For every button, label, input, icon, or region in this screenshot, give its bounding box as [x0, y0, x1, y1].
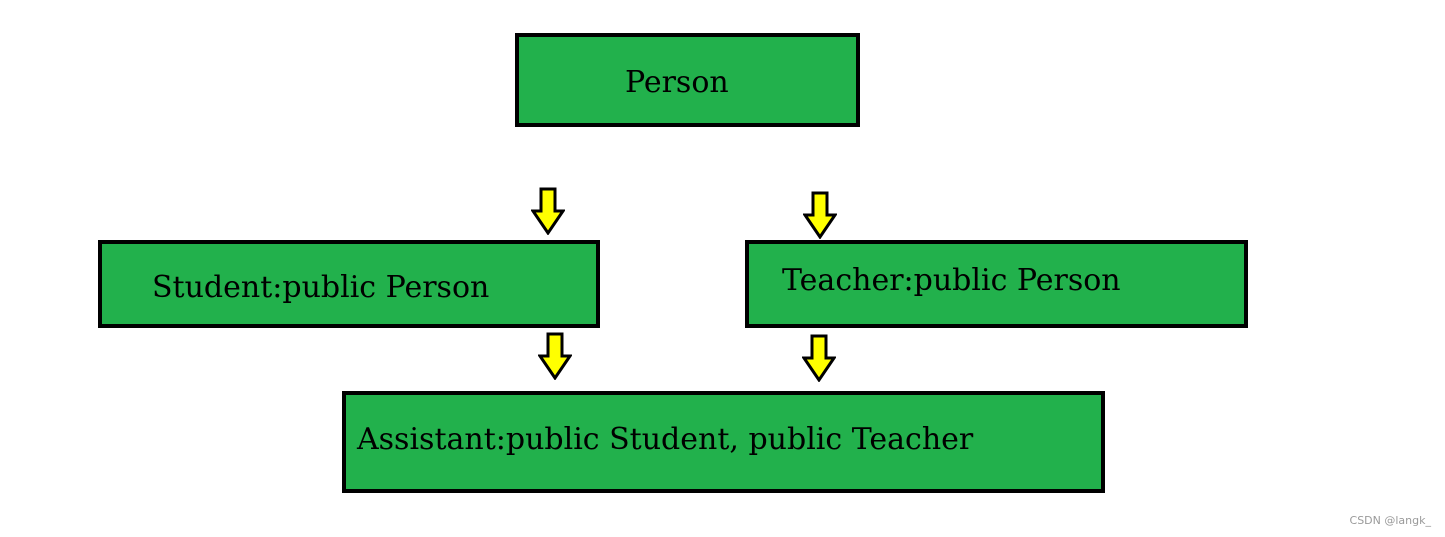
- arrow-down-icon: [803, 191, 837, 239]
- arrow-down-icon: [538, 332, 572, 380]
- student-label: Student:public Person: [152, 270, 490, 305]
- teacher-box: Teacher:public Person: [745, 240, 1248, 328]
- person-box: Person: [515, 33, 860, 127]
- teacher-label: Teacher:public Person: [782, 263, 1121, 298]
- watermark: CSDN @langk_: [1349, 514, 1431, 527]
- assistant-label: Assistant:public Student, public Teacher: [357, 422, 974, 457]
- student-box: Student:public Person: [98, 240, 600, 328]
- arrow-down-icon: [802, 334, 836, 382]
- assistant-box: Assistant:public Student, public Teacher: [342, 391, 1105, 493]
- person-label: Person: [625, 65, 729, 100]
- arrow-down-icon: [531, 187, 565, 235]
